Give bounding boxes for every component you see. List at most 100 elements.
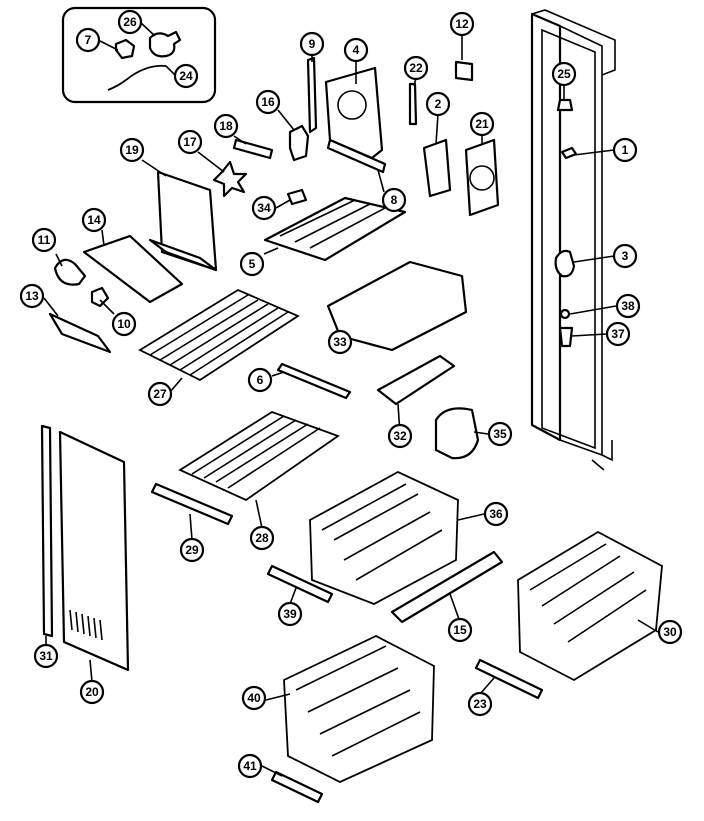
part-6-strip: [276, 362, 352, 400]
part-18-bracket: [232, 138, 274, 160]
callout-25-label: 25: [557, 67, 571, 81]
callout-30: 30: [657, 619, 683, 645]
callout-39: 39: [277, 601, 303, 627]
callout-27: 27: [147, 381, 173, 407]
callout-40: 40: [241, 685, 267, 711]
callout-32-label: 32: [393, 429, 407, 443]
callout-16-label: 16: [261, 95, 275, 109]
callout-9: 9: [299, 31, 325, 57]
callout-41-label: 41: [243, 759, 257, 773]
callout-1: 1: [612, 137, 638, 163]
callout-2: 2: [425, 91, 451, 117]
callout-13-label: 13: [25, 289, 39, 303]
callout-30-label: 30: [663, 625, 677, 639]
part-10-socket: [90, 286, 110, 308]
callout-34-label: 34: [257, 201, 271, 215]
part-14-bracket: [82, 234, 184, 304]
callout-38: 38: [615, 293, 641, 319]
callout-17: 17: [177, 129, 203, 155]
callout-24-label: 24: [179, 69, 193, 83]
callout-32: 32: [387, 423, 413, 449]
callout-12-label: 12: [455, 17, 469, 31]
callout-4-label: 4: [353, 43, 360, 57]
callout-5-label: 5: [249, 257, 256, 271]
callout-28-label: 28: [255, 531, 269, 545]
part-29-rail: [150, 482, 234, 526]
callout-11: 11: [31, 227, 57, 253]
part-12-switch: [454, 60, 474, 82]
part-34-clip: [286, 188, 308, 206]
part-28-shelf: [178, 411, 340, 502]
part-5-tray: [263, 196, 407, 262]
callout-12: 12: [449, 11, 475, 37]
callout-18: 18: [213, 113, 239, 139]
callout-17-label: 17: [183, 135, 197, 149]
callout-4: 4: [343, 37, 369, 63]
part-25-screw: [556, 98, 574, 112]
part-15-rail: [390, 550, 504, 624]
part-1-plug: [560, 146, 578, 160]
callout-19-label: 19: [125, 143, 139, 157]
callout-36: 36: [483, 501, 509, 527]
callout-39-label: 39: [283, 607, 297, 621]
callout-31-label: 31: [39, 649, 53, 663]
callout-35: 35: [487, 421, 513, 447]
callout-21-label: 21: [475, 117, 489, 131]
callout-26: 26: [117, 9, 143, 35]
callout-37: 37: [605, 321, 631, 347]
part-21-fan-housing: [464, 138, 500, 217]
callout-20: 20: [79, 679, 105, 705]
callout-10-label: 10: [117, 317, 131, 331]
callout-15-label: 15: [453, 623, 467, 637]
part-8-strip: [326, 138, 387, 174]
callout-6-label: 6: [257, 373, 264, 387]
callout-11-label: 11: [38, 233, 51, 247]
part-35-bucket: [434, 407, 480, 460]
callout-28: 28: [249, 525, 275, 551]
callout-9-label: 9: [309, 37, 316, 51]
part-20-panel: [58, 430, 130, 672]
callout-7-label: 7: [85, 33, 92, 47]
callout-24: 24: [173, 63, 199, 89]
callout-19: 19: [119, 137, 145, 163]
callout-36-label: 36: [489, 507, 503, 521]
callout-2-label: 2: [435, 97, 442, 111]
part-13-lens: [48, 312, 112, 354]
callout-22: 22: [403, 55, 429, 81]
callout-33: 33: [327, 329, 353, 355]
callout-21: 21: [469, 111, 495, 137]
callout-10: 10: [111, 311, 137, 337]
part-26-valve: [148, 30, 182, 58]
callout-14-label: 14: [87, 213, 101, 227]
callout-26-label: 26: [123, 15, 137, 29]
part-40-basket: [283, 634, 435, 783]
callout-8-label: 8: [391, 193, 398, 207]
callout-27-label: 27: [153, 387, 167, 401]
part-9-rod: [306, 56, 318, 134]
part-4-housing: [324, 66, 384, 160]
callout-38-label: 38: [621, 299, 635, 313]
part-41-rail: [270, 770, 324, 804]
callout-7: 7: [75, 27, 101, 53]
callout-22-label: 22: [409, 61, 423, 75]
callout-40-label: 40: [247, 691, 261, 705]
callout-20-label: 20: [85, 685, 99, 699]
part-31-strip: [40, 424, 54, 638]
callout-3: 3: [612, 243, 638, 269]
part-7-nut: [114, 38, 136, 60]
callout-1-label: 1: [622, 143, 629, 157]
part-22-pin: [408, 82, 418, 126]
callout-5: 5: [239, 251, 265, 277]
callout-14: 14: [81, 207, 107, 233]
part-36-basket: [309, 470, 459, 605]
callout-18-label: 18: [219, 119, 233, 133]
part-38-screw: [559, 308, 571, 320]
callout-29: 29: [179, 537, 205, 563]
callout-41: 41: [237, 753, 263, 779]
callout-31: 31: [33, 643, 59, 669]
part-16-clip: [288, 124, 310, 162]
leader-lines: [43, 21, 659, 777]
cabinet-liner: [530, 9, 616, 471]
callout-8: 8: [381, 187, 407, 213]
